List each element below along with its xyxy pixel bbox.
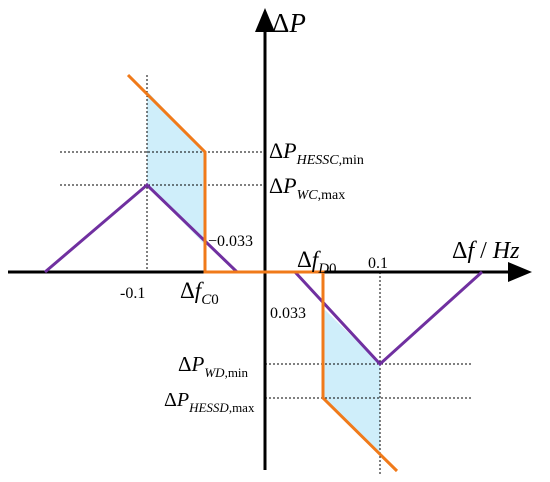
shaded-region-discharging <box>323 308 380 455</box>
guide-lines <box>60 75 473 475</box>
tick-label-neg-0-033: −0.033 <box>208 233 253 250</box>
x-axis-label: Δf / Hz <box>452 238 520 264</box>
shaded-region-charging <box>147 91 205 245</box>
label-hessc-min: ΔPHESSC,min <box>269 138 364 168</box>
tick-label-pos-0-1: 0.1 <box>368 255 388 272</box>
label-wd-min: ΔPWD,min <box>178 352 249 380</box>
label-hessd-max: ΔPHESSD,max <box>164 389 255 415</box>
tick-label-pos-0-033: 0.033 <box>270 305 306 322</box>
x-axis-arrow-icon <box>508 262 532 282</box>
label-fc0: ΔfC0 <box>180 278 219 308</box>
label-wc-max: ΔPWC,max <box>269 173 345 203</box>
y-axis-arrow-icon <box>255 8 275 32</box>
y-axis-label: ΔP <box>272 8 306 38</box>
tick-label-neg-0-1: -0.1 <box>120 285 145 302</box>
hess-power-curve <box>126 73 399 473</box>
label-fd0: ΔfD0 <box>297 247 337 277</box>
